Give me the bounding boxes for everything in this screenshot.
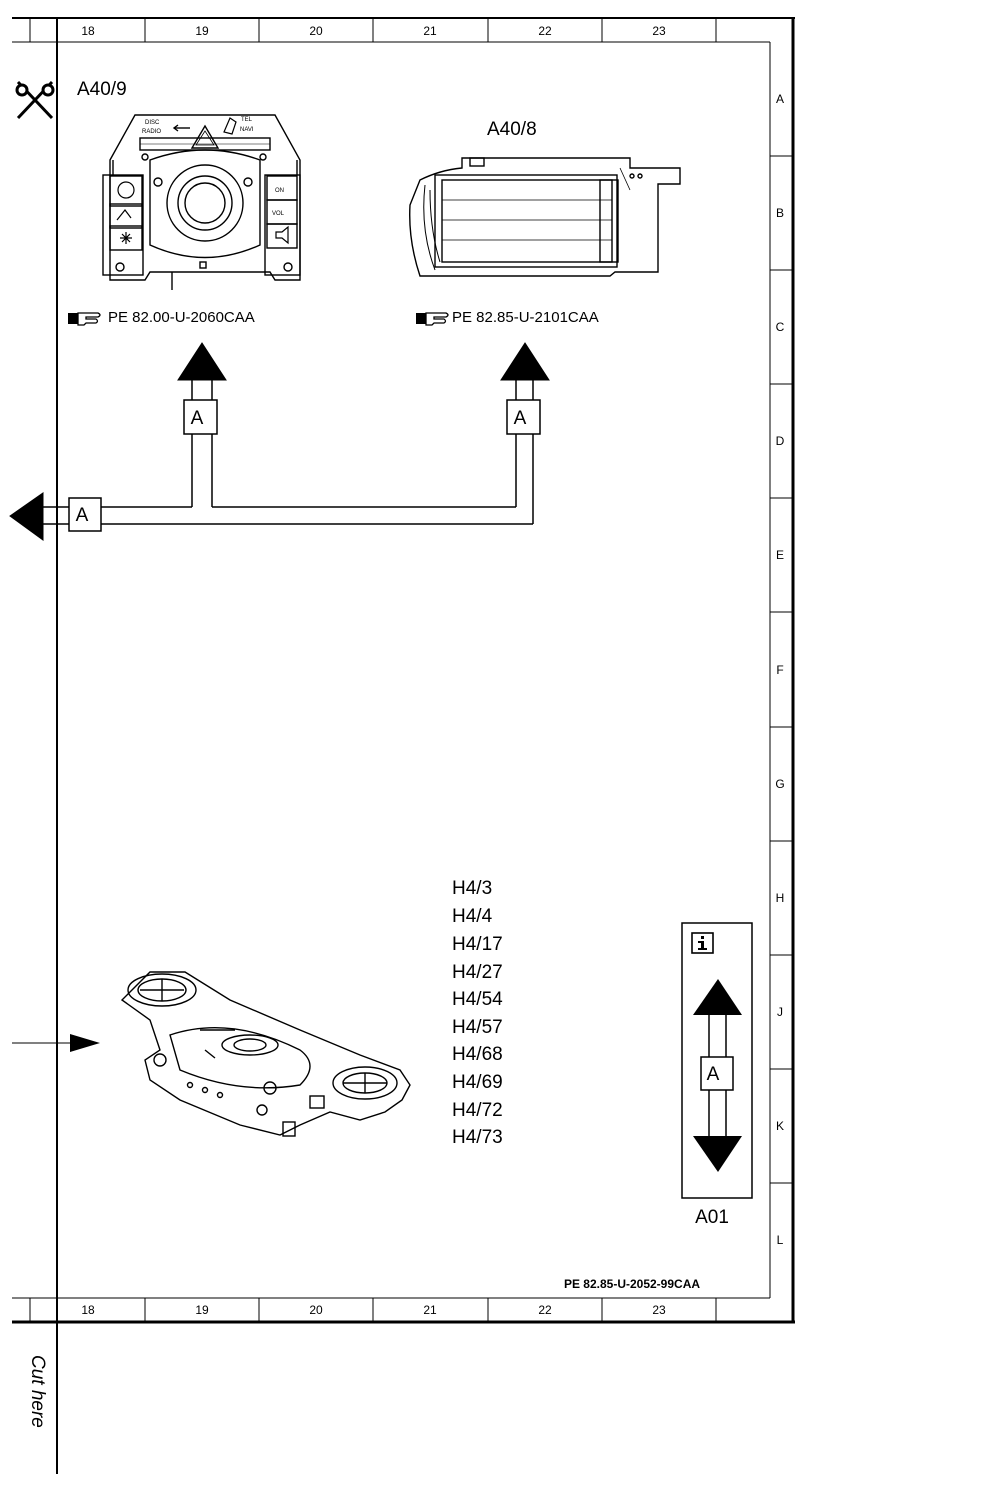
row-label: F [776,663,783,677]
component-id-a40-9: A40/9 [77,79,127,100]
column-label: 18 [81,24,95,38]
info-icon [691,932,714,954]
column-label: 19 [195,24,209,38]
arrow-up-a40-8 [500,342,550,381]
cut-here-text: Cut here [27,1355,48,1428]
connector-boxes: A A A [68,399,541,532]
speaker-list: H4/3 H4/4 H4/17 H4/27 H4/54 H4/57 H4/68 … [452,878,503,1148]
a40-9-button-icons [116,117,289,245]
seat-heat-icon [223,117,237,135]
footer-reference: PE 82.85-U-2052-99CAA [564,1277,700,1291]
column-label: 21 [423,24,437,38]
a40-9-panel-labels: DISC RADIO TEL NAVI ON VOL [142,117,285,217]
asterisk-icon [120,232,132,244]
seat-icon [116,209,132,221]
panel-label-disc: DISC [145,120,160,126]
column-label: 19 [195,1303,209,1317]
component-id-a40-8: A40/8 [487,119,537,140]
arrow-left-bus [9,492,44,541]
arrow-up-a40-9 [177,342,227,381]
speaker-id: H4/3 [452,878,492,899]
a40-8-display-drawing [409,157,681,277]
a40-9-control-panel-drawing [102,114,301,290]
column-labels-bottom: 18 19 20 21 22 23 [81,1303,666,1317]
legend-box: A [681,922,753,1199]
speaker-id: H4/17 [452,934,503,955]
pointer-arrow [12,1034,100,1052]
legend-connector-label: A [707,1064,720,1085]
row-labels: A B C D E F G H J K L [775,92,784,1247]
column-label: 22 [538,24,552,38]
connector-box [68,497,102,532]
row-label: H [776,891,785,905]
row-label: J [777,1005,783,1019]
connector-label: A [76,505,89,526]
row-label: B [776,206,784,220]
column-label: 23 [652,1303,666,1317]
connector-box [506,399,541,435]
speaker-id: H4/72 [452,1100,503,1121]
row-label: D [776,434,785,448]
speaker-id: H4/68 [452,1044,503,1065]
column-label: 20 [309,1303,323,1317]
row-label: G [775,777,784,791]
speaker-id: H4/27 [452,962,503,983]
connector-label: A [514,408,527,429]
row-dividers [770,155,793,1184]
column-label: 23 [652,24,666,38]
speaker-id: H4/69 [452,1072,503,1093]
mute-speaker-icon [275,225,289,245]
connector-box [183,399,218,435]
row-label: C [776,320,785,334]
legend-arrow-down [693,1136,742,1172]
panel-label-vol: VOL [272,211,285,217]
connector-label: A [191,408,204,429]
panel-label-tel: TEL [241,117,253,123]
column-labels-top: 18 19 20 21 22 23 [81,24,666,38]
scissors-icon [15,80,55,120]
page-frame [12,17,795,1474]
row-label: A [776,92,784,106]
component-ref-a40-8: PE 82.85-U-2101CAA [452,309,599,326]
legend-id: A01 [695,1207,729,1228]
row-label: K [776,1119,784,1133]
component-ref-a40-9: PE 82.00-U-2060CAA [108,309,255,326]
rotate-icon [117,181,135,199]
row-label: E [776,548,784,562]
panel-label-navi: NAVI [240,127,254,133]
panel-label-radio: RADIO [142,129,161,135]
column-label: 18 [81,1303,95,1317]
speaker-id: H4/4 [452,906,493,927]
bus-arrows [9,342,550,541]
row-label: L [777,1233,784,1247]
speaker-id: H4/73 [452,1127,503,1148]
pointing-hand-icon [416,312,449,326]
speaker-housing-drawing [120,971,411,1137]
column-label: 20 [309,24,323,38]
bus-connection-a [40,380,534,525]
column-dividers [144,18,717,1322]
pointing-hand-icon [68,312,101,326]
speaker-id: H4/57 [452,1017,503,1038]
column-label: 22 [538,1303,552,1317]
column-label: 21 [423,1303,437,1317]
panel-label-on: ON [275,188,284,194]
legend-arrow-up [693,979,742,1015]
speaker-id: H4/54 [452,989,503,1010]
